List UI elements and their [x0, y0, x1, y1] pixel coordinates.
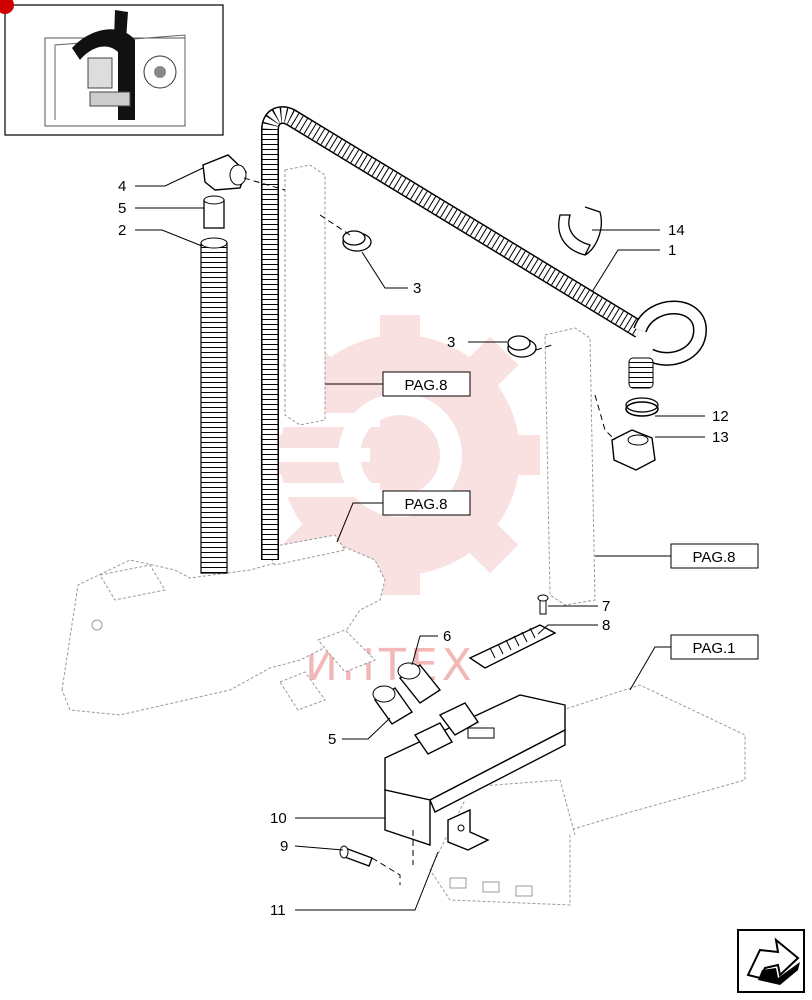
part-3-grommet-upper [342, 230, 372, 252]
location-thumbnail [0, 0, 224, 136]
page-ref-4[interactable]: PAG.1 [670, 634, 759, 660]
page-ref-3-label: PAG.8 [692, 549, 735, 566]
part-12-clamp [625, 397, 659, 417]
part-11-bracket [447, 808, 490, 851]
page-ref-1[interactable]: PAG.8 [382, 371, 471, 397]
callout-14: 14 [668, 222, 685, 239]
part-13-elbow [611, 429, 656, 471]
callout-2: 2 [118, 222, 126, 239]
hose-1 [261, 106, 708, 560]
callout-9: 9 [280, 838, 288, 855]
part-3-grommet-lower [507, 335, 537, 358]
callout-8: 8 [602, 617, 610, 634]
callout-3-upper: 3 [413, 280, 421, 297]
callout-10: 10 [270, 810, 287, 827]
callout-12: 12 [712, 408, 729, 425]
callout-1: 1 [668, 242, 676, 259]
hose-2 [200, 237, 228, 574]
assembly-lines [243, 177, 616, 885]
next-page-arrow-icon[interactable] [737, 929, 805, 993]
part-5-sleeve-lower [372, 685, 414, 725]
page-ref-2[interactable]: PAG.8 [382, 490, 471, 516]
callout-3-lower: 3 [447, 334, 455, 351]
callout-11: 11 [270, 902, 286, 919]
callout-5-lower: 5 [328, 731, 336, 748]
part-4-elbow [202, 154, 247, 191]
part-9-pin [339, 845, 373, 867]
callout-5-upper: 5 [118, 200, 126, 217]
page-ref-1-label: PAG.8 [404, 377, 447, 394]
callout-labels: 4 5 2 3 3 14 1 12 13 7 8 6 5 10 9 11 [118, 178, 729, 919]
page-ref-4-label: PAG.1 [692, 640, 735, 657]
leader-lines [135, 167, 705, 911]
part-7-screw [537, 594, 549, 615]
ghost-console-left [61, 534, 386, 716]
ghost-corrugated-stubs [279, 629, 376, 711]
callout-6: 6 [443, 628, 451, 645]
part-5-sleeve [203, 195, 225, 229]
page-ref-2-label: PAG.8 [404, 496, 447, 513]
callout-7: 7 [602, 598, 610, 615]
callout-13: 13 [712, 429, 729, 446]
ghost-rails [284, 164, 596, 606]
part-6-sleeve [397, 662, 442, 704]
part-8-comb [468, 624, 557, 669]
page-ref-3[interactable]: PAG.8 [670, 543, 759, 569]
part-10-control-panel [384, 694, 566, 846]
callout-4: 4 [118, 178, 126, 195]
part-14-clip [558, 206, 602, 256]
